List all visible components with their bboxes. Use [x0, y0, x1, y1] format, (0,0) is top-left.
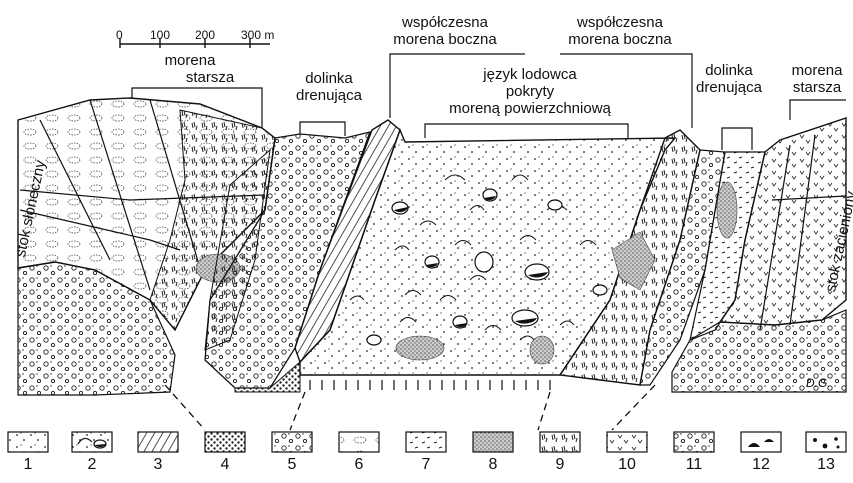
label-moraine-old-left: morena starsza [140, 52, 240, 86]
scale-tick-100: 100 [150, 28, 170, 42]
label-line: język lodowca [420, 66, 640, 83]
legend-number-4: 4 [210, 456, 240, 474]
legend-box-7 [406, 432, 446, 452]
legend-box-12 [741, 432, 781, 452]
label-moraine-old-right: morena starsza [782, 62, 852, 96]
label-line: starsza [140, 69, 240, 86]
label-line: współczesna [375, 14, 515, 31]
legend-box-2 [72, 432, 112, 452]
label-line: morena [782, 62, 852, 79]
legend-number-8: 8 [478, 456, 508, 474]
label-line: drenująca [684, 79, 774, 96]
legend-box-11 [674, 432, 714, 452]
label-lateral-left: współczesna morena boczna [375, 14, 515, 48]
grey-lens-tongue-left [396, 336, 444, 360]
author-signature: D.G. [806, 376, 831, 390]
label-line: morena [140, 52, 240, 69]
label-line: moreną powierzchniową [420, 100, 640, 117]
legend-number-1: 1 [13, 456, 43, 474]
label-line: morena boczna [550, 31, 690, 48]
legend-number-11: 11 [679, 456, 709, 474]
legend-number-9: 9 [545, 456, 575, 474]
legend-number-5: 5 [277, 456, 307, 474]
legend-number-3: 3 [143, 456, 173, 474]
legend-box-1 [8, 432, 48, 452]
scale-tick-0: 0 [116, 28, 123, 42]
legend-box-9 [540, 432, 580, 452]
legend-box-3 [138, 432, 178, 452]
legend-number-6: 6 [344, 456, 374, 474]
legend-box-10 [607, 432, 647, 452]
label-drain-right: dolinka drenująca [684, 62, 774, 96]
label-drain-left: dolinka drenująca [284, 70, 374, 104]
grey-lens-right [717, 182, 737, 238]
legend-number-10: 10 [612, 456, 642, 474]
legend-box-13 [806, 432, 846, 452]
legend-box-6 [339, 432, 379, 452]
legend-box-4 [205, 432, 245, 452]
label-line: morena boczna [375, 31, 515, 48]
scale-tick-200: 200 [195, 28, 215, 42]
legend-number-7: 7 [411, 456, 441, 474]
legend-box-8 [473, 432, 513, 452]
legend-box-5 [272, 432, 312, 452]
label-glacier-tongue: język lodowca pokryty moreną powierzchni… [420, 66, 640, 117]
legend-number-12: 12 [746, 456, 776, 474]
legend [8, 432, 846, 452]
label-line: pokryty [420, 83, 640, 100]
label-line: starsza [782, 79, 852, 96]
scale-tick-300m: 300 m [241, 28, 274, 42]
label-line: dolinka [284, 70, 374, 87]
legend-number-13: 13 [811, 456, 841, 474]
legend-number-2: 2 [77, 456, 107, 474]
label-line: drenująca [284, 87, 374, 104]
grey-lens-tongue-right [530, 336, 554, 364]
label-line: współczesna [550, 14, 690, 31]
label-lateral-right: współczesna morena boczna [550, 14, 690, 48]
basal-till [310, 380, 550, 390]
label-line: dolinka [684, 62, 774, 79]
